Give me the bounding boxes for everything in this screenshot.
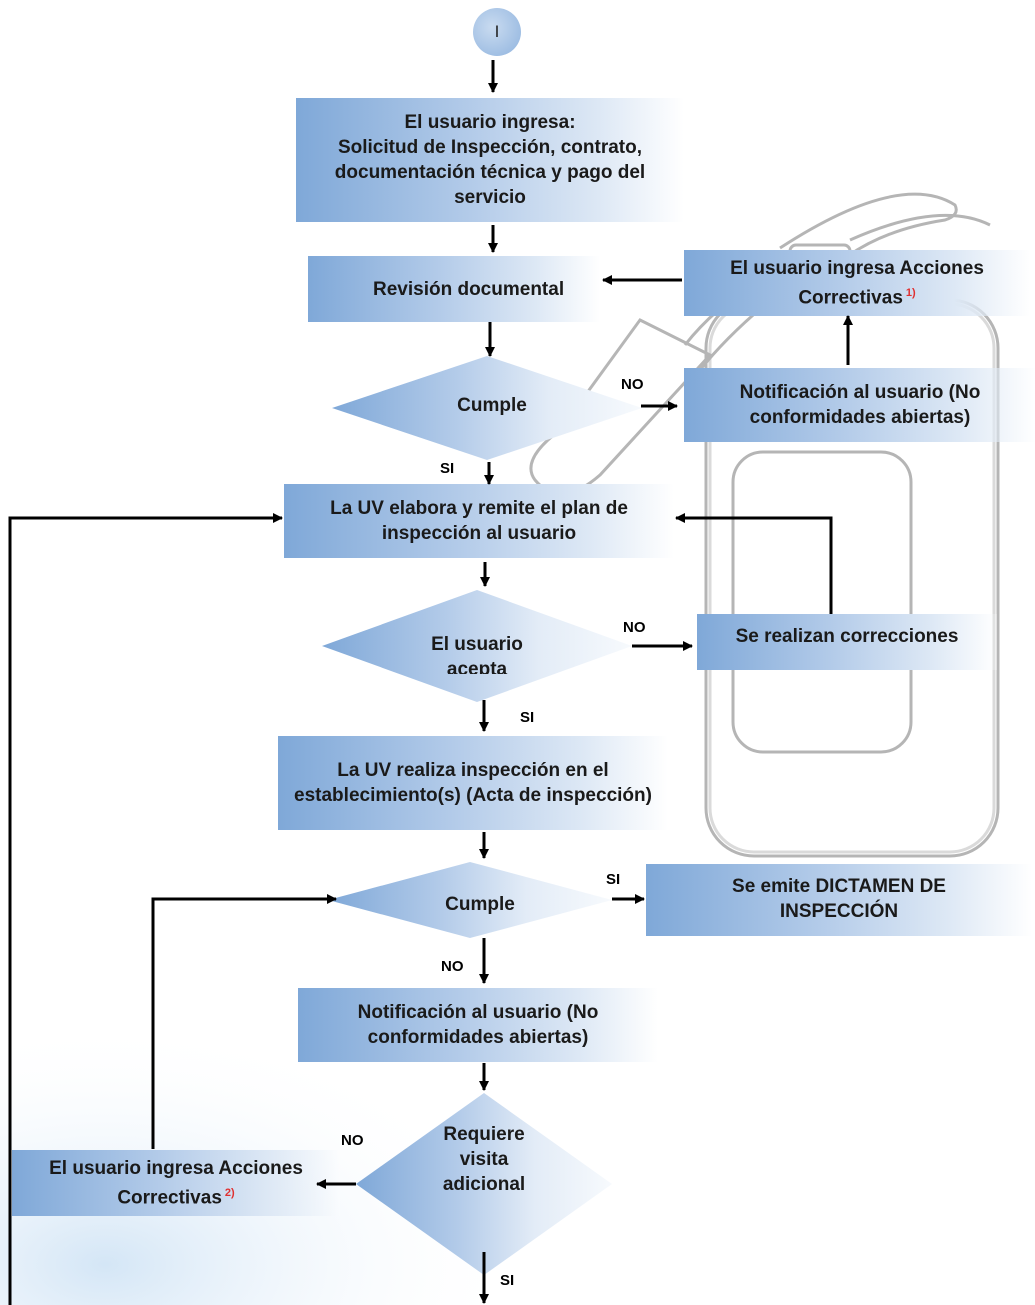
label-no-visita: NO: [341, 1132, 364, 1149]
box-correcciones: Se realizan correcciones: [697, 614, 997, 670]
box-dictamen-text: Se emite DICTAMEN DE INSPECCIÓN: [732, 876, 946, 922]
box-inspeccion-text: La UV realiza inspección en el estableci…: [294, 760, 652, 806]
box-acciones1-text: El usuario ingresa Acciones Correctivas: [730, 257, 984, 309]
start-node: I: [473, 8, 521, 56]
box-plan-text: La UV elabora y remite el plan de inspec…: [330, 498, 628, 544]
box-notif1-text: Notificación al usuario (No conformidade…: [739, 382, 981, 428]
box-ingreso: El usuario ingresa: Solicitud de Inspecc…: [296, 98, 684, 222]
label-si-cumple1: SI: [440, 460, 455, 477]
box-plan: La UV elabora y remite el plan de inspec…: [284, 484, 674, 558]
label-no-cumple2: NO: [441, 958, 464, 975]
box-correcciones-text: Se realizan correcciones: [735, 626, 959, 647]
box-revision-text: Revisión documental: [373, 278, 565, 300]
start-label: I: [494, 22, 500, 41]
label-si-cumple2: SI: [606, 871, 621, 888]
box-notif1: Notificación al usuario (No conformidade…: [684, 368, 1035, 442]
box-notif2-text: Notificación al usuario (No conformidade…: [357, 1002, 599, 1048]
label-no-acepta: NO: [623, 619, 646, 636]
label-no-cumple1: NO: [621, 376, 644, 393]
label-si-visita: SI: [500, 1272, 515, 1289]
decision-visita-label: Requiere visita adicional: [442, 1124, 526, 1195]
box-ingreso-text: El usuario ingresa: Solicitud de Inspecc…: [334, 112, 646, 208]
box-notif2: Notificación al usuario (No conformidade…: [298, 988, 658, 1062]
box-acciones2-text: El usuario ingresa Acciones Correctivas: [49, 1157, 303, 1209]
arrow-correcciones-to-plan: [675, 513, 833, 614]
arrow-loop-to-plan: [8, 513, 283, 1305]
note-1-marker: 1): [905, 286, 916, 299]
decision-cumple-1-label: Cumple: [457, 395, 527, 416]
box-dictamen: Se emite DICTAMEN DE INSPECCIÓN: [646, 864, 1032, 936]
box-revision: Revisión documental: [308, 256, 600, 322]
arrow-acciones2-to-cumple2: [151, 894, 337, 1149]
box-inspeccion: La UV realiza inspección en el estableci…: [278, 736, 668, 830]
decision-cumple-2-label: Cumple: [445, 894, 515, 914]
note-2-marker: 2): [224, 1186, 235, 1199]
label-si-acepta: SI: [520, 709, 535, 726]
decision-acepta-label: El usuario acepta: [431, 634, 523, 674]
